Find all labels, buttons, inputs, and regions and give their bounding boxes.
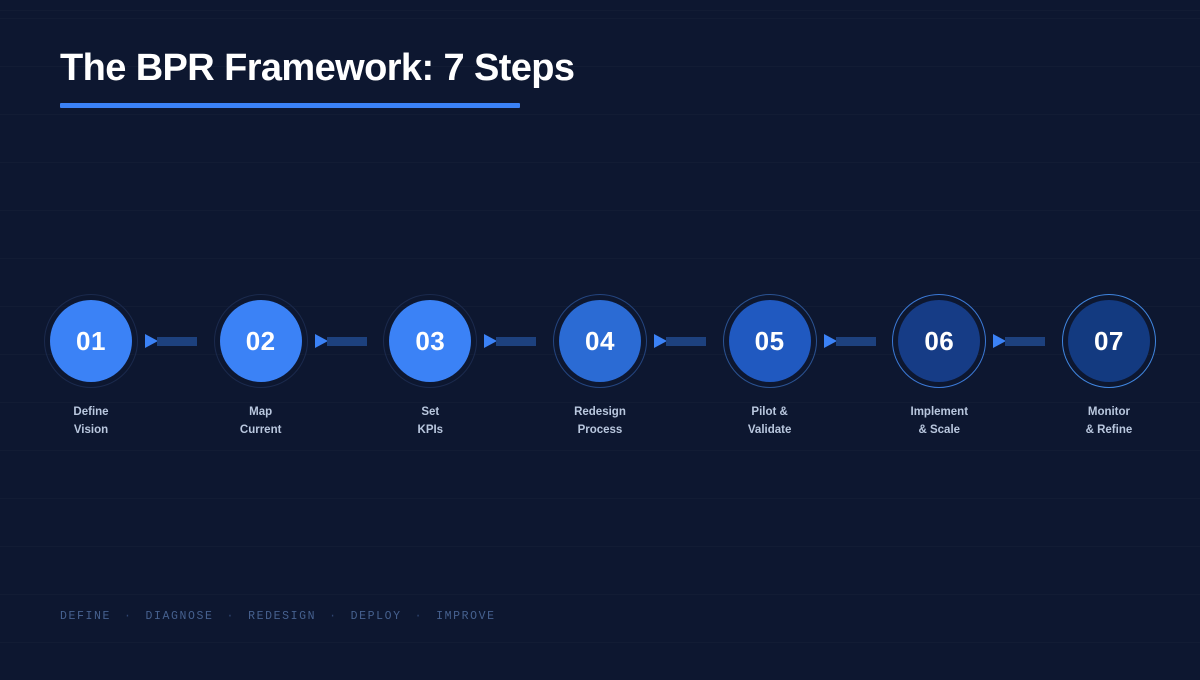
step-node-ring [892, 294, 987, 388]
connector-bar [665, 336, 706, 346]
step-label-line1: Monitor [1087, 406, 1131, 418]
step-node-ring [213, 294, 308, 388]
step-node-wrap: 03 [383, 294, 478, 388]
page-title: The BPR Framework: 7 Steps [60, 47, 575, 89]
step-node-wrap: 06 [892, 294, 987, 388]
footer-keyword-diagnose: DIAGNOSE [145, 610, 214, 623]
step-label-line2: Current [239, 424, 282, 437]
footer-separator: · [329, 610, 338, 623]
step-connector-arrow-icon [145, 334, 197, 348]
step-node-ring [44, 294, 138, 388]
step-connector-arrow-icon [993, 334, 1046, 348]
connector-arrowhead-icon [993, 334, 1007, 348]
step-label-line2: Process [577, 424, 623, 437]
step-label-line1: Define [73, 406, 109, 418]
step-label-line1: Redesign [574, 406, 626, 418]
step-number-circle[interactable]: 01 [50, 300, 132, 382]
step-connector-arrow-icon [314, 334, 367, 348]
footer-separator: · [124, 610, 133, 623]
connector-bar [496, 336, 537, 346]
connector-bar [157, 336, 197, 346]
step-number-circle[interactable]: 03 [389, 300, 472, 382]
step-node-ring [383, 294, 478, 388]
step-label-line2: Validate [747, 424, 792, 437]
title-underline-accent [60, 103, 520, 109]
step-label-line2: Vision [73, 424, 109, 437]
footer-keywords: DEFINE · DIAGNOSE · REDESIGN · DEPLOY · IMPROVE [60, 610, 496, 623]
step-number-circle[interactable]: 04 [558, 300, 641, 382]
footer-keyword-deploy: DEPLOY [350, 610, 402, 623]
step-label-line2: & Refine [1085, 424, 1133, 437]
step-label: Monitor & Refine [1086, 403, 1133, 439]
step-node-wrap: 07 [1061, 294, 1156, 388]
step-number-circle[interactable]: 06 [898, 300, 981, 382]
step-node-wrap: 04 [552, 294, 647, 388]
footer-keyword-define: DEFINE [60, 610, 112, 623]
step-number-circle[interactable]: 02 [219, 300, 302, 382]
step-label: Pilot & Validate [748, 403, 791, 439]
step-node-wrap: 02 [213, 294, 308, 388]
footer-separator: · [414, 610, 424, 623]
connector-arrowhead-icon [314, 334, 328, 348]
connector-arrowhead-icon [484, 334, 498, 348]
step-connector-arrow-icon [484, 334, 537, 348]
connector-arrowhead-icon [145, 334, 158, 348]
footer-keyword-improve: IMPROVE [436, 610, 496, 623]
footer-separator: · [226, 610, 236, 623]
step-node-wrap: 01 [44, 294, 138, 388]
step-number-circle[interactable]: 05 [728, 300, 811, 382]
connector-bar [326, 336, 367, 346]
step-node-ring [722, 294, 817, 388]
footer-keyword-redesign: REDESIGN [248, 610, 317, 623]
step-node-wrap: 05 [722, 294, 817, 388]
step-label-line1: Implement [910, 406, 969, 418]
connector-bar [1005, 336, 1046, 346]
step-label-line2: KPIs [417, 424, 444, 437]
slide-header: The BPR Framework: 7 Steps [60, 47, 575, 109]
connector-bar [835, 336, 876, 346]
connector-arrowhead-icon [653, 334, 667, 348]
step-connector-arrow-icon [823, 334, 876, 348]
step-label: Implement & Scale [911, 403, 969, 439]
step-label-line2: & Scale [918, 424, 961, 437]
step-connector-arrow-icon [653, 334, 706, 348]
step-label-line1: Pilot & [751, 406, 788, 418]
step-label-line1: Set [421, 406, 440, 418]
step-label-line1: Map [249, 406, 273, 418]
connector-arrowhead-icon [823, 334, 837, 348]
step-number-circle[interactable]: 07 [1067, 300, 1150, 382]
step-node-ring [1061, 294, 1156, 388]
step-node-ring [552, 294, 647, 388]
